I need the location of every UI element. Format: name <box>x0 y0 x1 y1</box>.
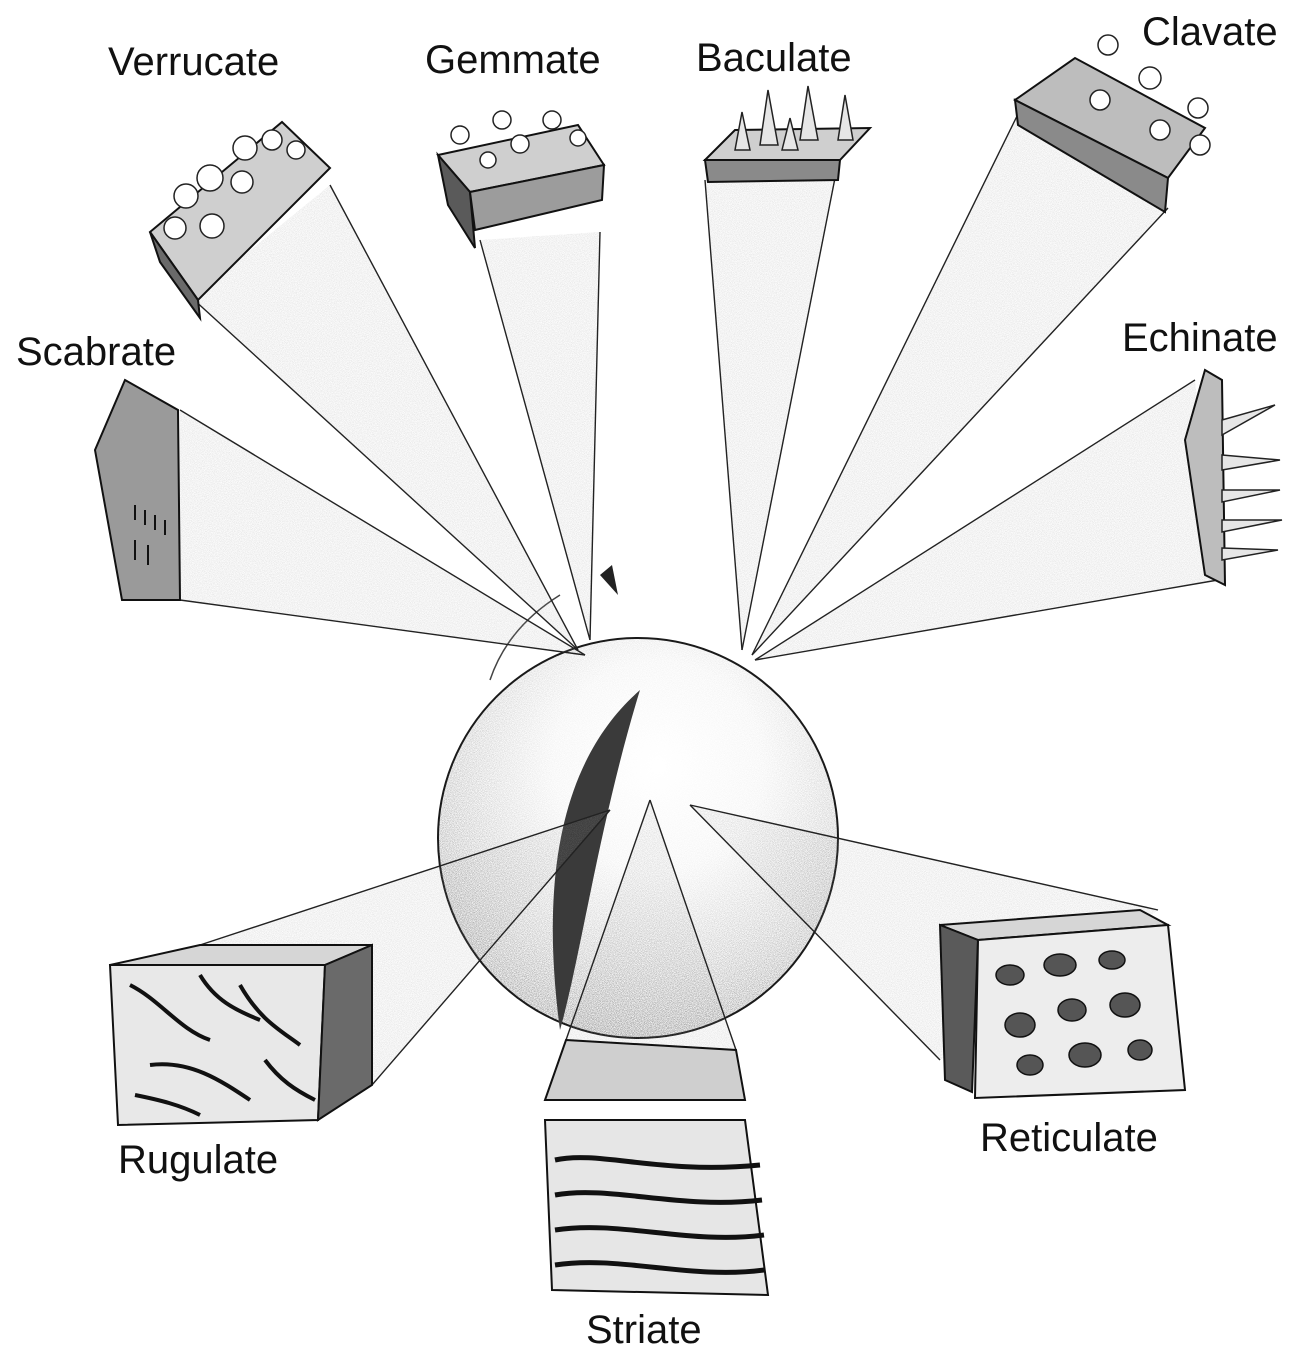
label-scabrate: Scabrate <box>16 332 176 372</box>
label-gemmate: Gemmate <box>425 40 601 80</box>
label-rugulate: Rugulate <box>118 1140 278 1180</box>
reticulate-block <box>940 910 1185 1098</box>
gemmate-block <box>438 111 604 248</box>
label-clavate: Clavate <box>1142 12 1278 52</box>
baculate-block <box>705 86 870 182</box>
label-striate: Striate <box>586 1310 702 1350</box>
label-reticulate: Reticulate <box>980 1118 1158 1158</box>
scabrate-block <box>95 380 180 600</box>
rugulate-block <box>110 945 372 1125</box>
label-baculate: Baculate <box>696 38 852 78</box>
aperture-notch <box>600 565 618 595</box>
label-verrucate: Verrucate <box>108 42 279 82</box>
striate-block <box>545 1040 768 1295</box>
label-echinate: Echinate <box>1122 318 1278 358</box>
